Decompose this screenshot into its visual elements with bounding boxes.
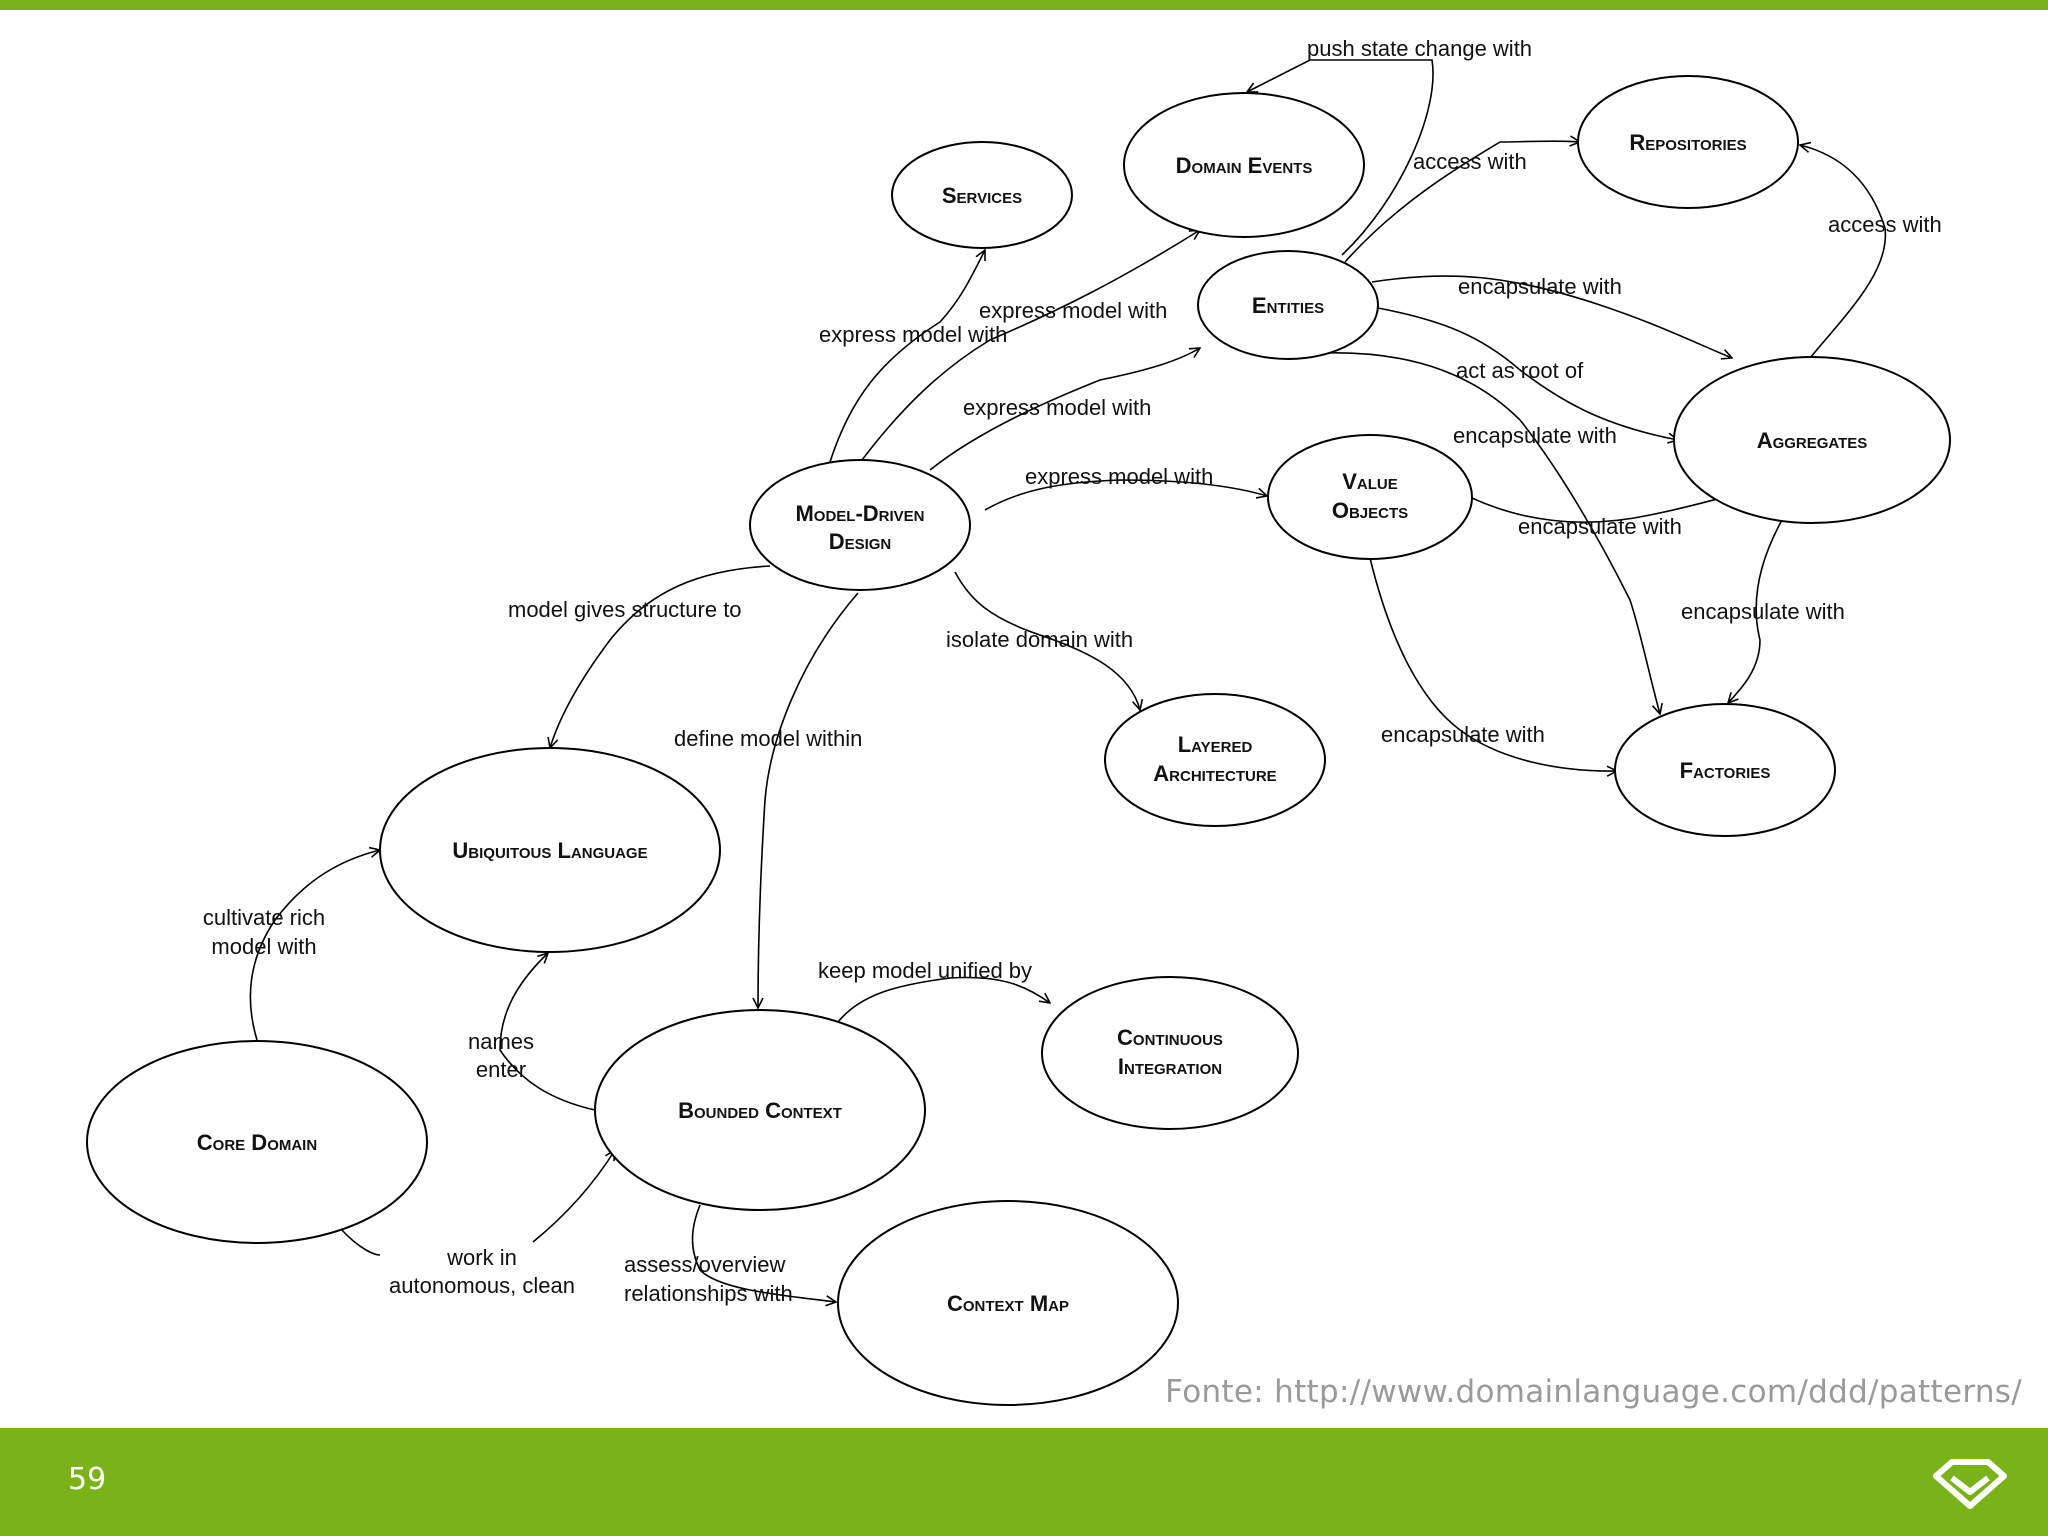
bottom-accent-bar xyxy=(0,1428,2048,1536)
top-accent-bar xyxy=(0,0,2048,10)
node-continuous-integration-label-1: Continuous xyxy=(1117,1025,1223,1050)
edges xyxy=(249,59,1887,1302)
node-context-map: Context Map xyxy=(837,1200,1179,1406)
node-entities: Entities xyxy=(1197,250,1379,360)
edge-isolate-domain xyxy=(954,571,1140,710)
label-encapsulate-entities-aggregates: encapsulate with xyxy=(1458,274,1622,299)
label-express-services: express model with xyxy=(819,322,1007,347)
label-work-in-1: work in xyxy=(446,1245,517,1270)
label-access-repositories: access with xyxy=(1413,149,1527,174)
edge-aggregates-factories xyxy=(1728,519,1783,703)
edge-express-value-objects xyxy=(984,479,1267,511)
edge-define-model-within xyxy=(758,592,859,1008)
label-cultivate-rich-2: model with xyxy=(211,934,316,959)
node-model-driven-design: Model-Driven Design xyxy=(749,459,971,591)
label-act-as-root: act as root of xyxy=(1456,358,1584,383)
label-push-state-change: push state change with xyxy=(1307,36,1532,61)
label-express-domain-events: express model with xyxy=(979,298,1167,323)
diamond-logo-icon xyxy=(1933,1459,2007,1509)
edge-cultivate-rich xyxy=(249,850,380,1041)
edge-express-domain-events xyxy=(861,230,1200,461)
edge-express-entities xyxy=(929,348,1200,471)
node-ubiquitous-language: Ubiquitous Language xyxy=(379,747,721,953)
page-number: 59 xyxy=(68,1462,107,1497)
label-cultivate-rich-1: cultivate rich xyxy=(203,905,325,930)
label-keep-model-unified: keep model unified by xyxy=(818,958,1032,983)
label-express-value-objects: express model with xyxy=(1025,464,1213,489)
node-domain-events: Domain Events xyxy=(1123,92,1365,238)
node-services-label: Services xyxy=(942,183,1022,208)
edge-express-services xyxy=(829,250,985,463)
nodes: Services Domain Events Repositories Enti… xyxy=(86,75,1951,1406)
node-domain-events-label: Domain Events xyxy=(1176,153,1313,178)
label-work-in-2: autonomous, clean xyxy=(389,1273,575,1298)
edge-push-state-change xyxy=(1247,59,1434,256)
node-layered-architecture: Layered Architecture xyxy=(1104,693,1326,827)
label-assess-overview-2: relationships with xyxy=(624,1281,793,1306)
edge-access-aggregates xyxy=(1800,145,1887,359)
node-continuous-integration-label-2: Integration xyxy=(1118,1054,1222,1079)
label-names-enter-2: enter xyxy=(476,1057,526,1082)
edge-act-as-root xyxy=(1377,307,1678,440)
label-model-gives-structure: model gives structure to xyxy=(508,597,742,622)
source-caption: Fonte: http://www.domainlanguage.com/ddd… xyxy=(1165,1374,2022,1410)
node-value-objects-label-1: Value xyxy=(1342,469,1398,494)
node-model-driven-design-label-2: Design xyxy=(829,529,892,554)
node-services: Services xyxy=(891,141,1073,249)
node-repositories: Repositories xyxy=(1577,75,1799,209)
label-encapsulate-vo-aggregates: encapsulate with xyxy=(1518,514,1682,539)
edge-work-in xyxy=(339,1150,615,1256)
node-entities-label: Entities xyxy=(1252,293,1324,318)
label-access-aggregates: access with xyxy=(1828,212,1942,237)
label-assess-overview-1: assess/overview xyxy=(624,1252,786,1277)
node-core-domain: Core Domain xyxy=(86,1040,428,1244)
label-express-entities: express model with xyxy=(963,395,1151,420)
node-ubiquitous-language-label: Ubiquitous Language xyxy=(452,838,647,863)
node-core-domain-label: Core Domain xyxy=(197,1130,317,1155)
edge-access-repositories xyxy=(1344,141,1580,263)
edge-encapsulate-entities-aggregates xyxy=(1371,275,1732,358)
edge-labels: push state change with access with acces… xyxy=(203,36,1942,1306)
label-encapsulate-vo-factories: encapsulate with xyxy=(1453,423,1617,448)
label-names-enter-1: names xyxy=(468,1029,534,1054)
node-bounded-context-label: Bounded Context xyxy=(678,1098,842,1123)
label-encapsulate-vo-factories-low: encapsulate with xyxy=(1381,722,1545,747)
edge-assess-overview xyxy=(691,1204,837,1302)
node-continuous-integration: Continuous Integration xyxy=(1041,976,1299,1130)
edge-entities-factories xyxy=(1321,352,1660,714)
edge-vo-factories xyxy=(1369,557,1617,771)
label-encapsulate-aggregates-factories: encapsulate with xyxy=(1681,599,1845,624)
label-isolate-domain: isolate domain with xyxy=(946,627,1133,652)
node-aggregates-label: Aggregates xyxy=(1757,428,1868,453)
node-bounded-context: Bounded Context xyxy=(594,1009,926,1211)
node-repositories-label: Repositories xyxy=(1629,130,1746,155)
node-value-objects: Value Objects xyxy=(1267,434,1473,560)
edge-keep-model-unified xyxy=(837,976,1050,1023)
node-layered-architecture-label-1: Layered xyxy=(1178,732,1253,757)
node-aggregates: Aggregates xyxy=(1673,356,1951,524)
node-layered-architecture-label-2: Architecture xyxy=(1153,761,1276,786)
edge-names-enter xyxy=(499,953,596,1111)
node-factories-label: Factories xyxy=(1680,758,1771,783)
edge-model-gives-structure xyxy=(550,565,771,748)
node-factories: Factories xyxy=(1614,703,1836,837)
node-value-objects-label-2: Objects xyxy=(1332,498,1408,523)
node-context-map-label: Context Map xyxy=(947,1291,1069,1316)
node-model-driven-design-label-1: Model-Driven xyxy=(795,501,924,526)
label-define-model-within: define model within xyxy=(674,726,862,751)
